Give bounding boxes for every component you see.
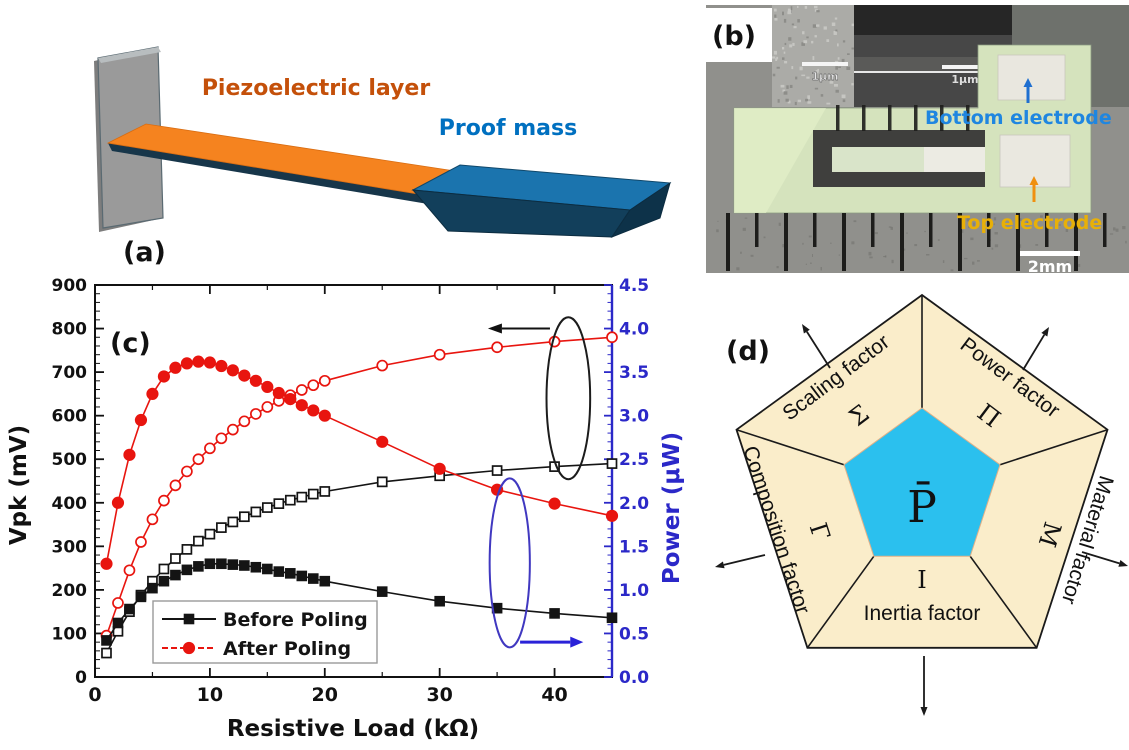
x-tick-label: 20 — [312, 684, 338, 706]
beam-underside — [108, 143, 434, 205]
y-left-tick-label: 300 — [52, 537, 88, 557]
inset-scalebar-right-label: 1μm — [951, 73, 978, 86]
inset-scalebar-left-label: 1μm — [811, 70, 838, 83]
series-power-before-poling — [101, 558, 618, 646]
y-right-tick-label: 1.0 — [619, 581, 649, 601]
inner-pentagon — [843, 407, 1001, 557]
ruler-ticks — [726, 105, 1107, 271]
y-left-tick-label: 800 — [52, 320, 88, 340]
bottom-electrode-pad — [997, 54, 1066, 101]
y-right-tick-label: 4.0 — [619, 320, 649, 340]
main-scalebar — [1020, 251, 1080, 256]
inertia-factor-label: Inertia factor — [864, 602, 981, 625]
main-scalebar-label: 2mm — [1028, 257, 1072, 273]
y-left-tick-label: 900 — [52, 276, 88, 296]
sem-inset-right-interface-line — [854, 71, 1012, 73]
x-tick-label: 10 — [197, 684, 223, 706]
panel-c-tag: (c) — [110, 328, 151, 359]
inset-scalebar-right — [942, 65, 988, 69]
panel-b-tag: (b) — [712, 21, 756, 52]
y-right-tick-label: 2.5 — [619, 450, 649, 470]
series-power-after-poling — [100, 355, 619, 570]
legend-label: Before Poling — [223, 609, 368, 631]
proof-mass-side — [610, 181, 671, 239]
legend-label: After Poling — [223, 638, 351, 660]
factor-pentagon-diagram: P̄ Scaling factor Σ Power factor Π Mater… — [715, 293, 1128, 716]
proof-mass-label: Proof mass — [439, 116, 577, 141]
y-left-axis-title: Vpk (mV) — [6, 425, 32, 545]
pentagon-arrows — [715, 324, 1128, 716]
power-group-ellipse — [488, 477, 531, 649]
annotations — [487, 316, 592, 649]
photo-grain — [716, 215, 1127, 272]
y-right-tick-label: 4.5 — [619, 276, 649, 296]
x-tick-label: 40 — [541, 684, 567, 706]
y-left-tick-label: 400 — [52, 494, 88, 514]
clamp-plate-top-edge — [98, 47, 161, 63]
y-left-tick-label: 0 — [75, 668, 87, 688]
y-left-tick-label: 100 — [52, 624, 88, 644]
panel-d-tag: (d) — [726, 336, 770, 367]
vpk-group-ellipse — [545, 316, 592, 481]
cantilever-schematic: Piezoelectric layer Proof mass (a) — [94, 46, 672, 268]
y-right-tick-label: 0.5 — [619, 624, 649, 644]
bottom-electrode-label: Bottom electrode — [925, 107, 1112, 129]
top-electrode-label: Top electrode — [957, 212, 1102, 234]
panel-b-tag-box — [706, 8, 772, 62]
panel-a: Piezoelectric layer Proof mass (a) — [30, 5, 690, 270]
piezoelectric-layer-label: Piezoelectric layer — [202, 76, 431, 101]
y-left-tick-label: 600 — [52, 407, 88, 427]
x-tick-label: 0 — [88, 684, 101, 706]
inner-cantilever-tip — [924, 147, 985, 172]
inertia-factor-symbol: I — [917, 566, 926, 594]
panel-d: P̄ Scaling factor Σ Power factor Π Mater… — [690, 280, 1129, 750]
y-right-tick-label: 1.5 — [619, 537, 649, 557]
y-left-tick-label: 700 — [52, 363, 88, 383]
y-right-tick-label: 3.0 — [619, 407, 649, 427]
pentagon-spokes — [736, 295, 1108, 649]
device-highlight — [734, 108, 826, 213]
y-left-tick-label: 200 — [52, 581, 88, 601]
inset-scalebar-left — [802, 62, 848, 66]
device-photo: 1μm 1μm (b) Bottom electrode Top electro… — [706, 5, 1129, 276]
x-axis-title: Resistive Load (kΩ) — [227, 716, 479, 742]
x-tick-label: 30 — [426, 684, 452, 706]
y-right-tick-label: 2.0 — [619, 494, 649, 514]
sem-inset-right-top-band — [854, 5, 1012, 35]
panel-b: 1μm 1μm (b) Bottom electrode Top electro… — [706, 5, 1129, 276]
y-right-tick-label: 3.5 — [619, 363, 649, 383]
y-right-axis-title: Power (μW) — [659, 432, 685, 584]
y-left-tick-label: 500 — [52, 450, 88, 470]
average-power-symbol: P̄ — [907, 480, 937, 533]
electrode-arrows — [1023, 78, 1039, 202]
y-right-tick-label: 0.0 — [619, 668, 649, 688]
panel-a-tag: (a) — [123, 237, 166, 268]
